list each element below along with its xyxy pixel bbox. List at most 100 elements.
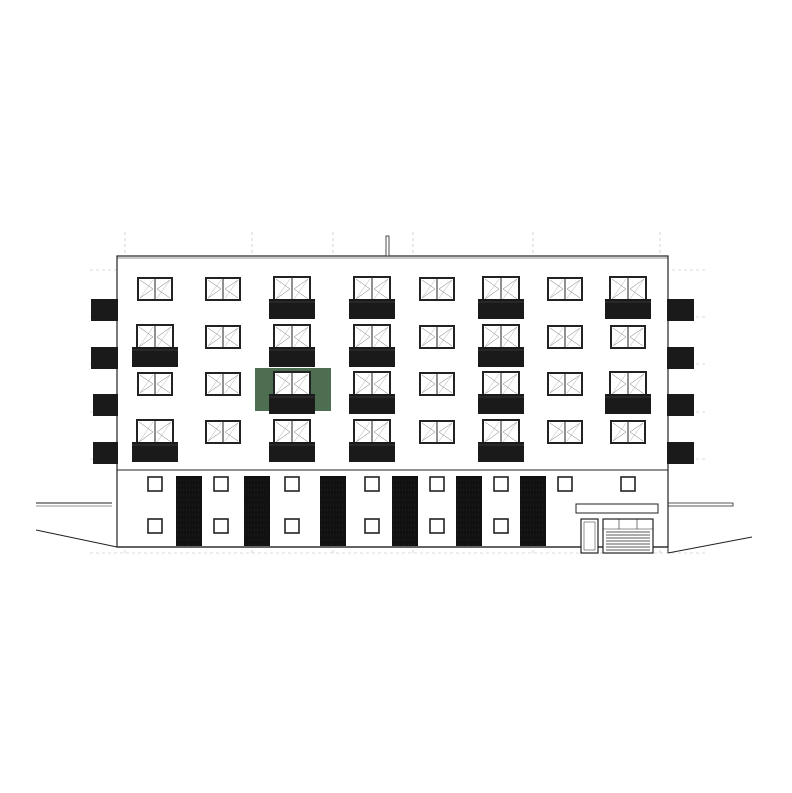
window-swing-mark (629, 373, 645, 395)
terrain-right-top (668, 502, 734, 507)
green-facade-panel (320, 476, 346, 546)
window-swing-mark (355, 373, 371, 395)
balcony-railing (605, 394, 651, 414)
window-swing-mark (629, 327, 644, 347)
window-swing-mark (373, 373, 389, 395)
side-balcony-left (93, 442, 118, 464)
entrance-canopy (575, 503, 659, 514)
window-swing-mark (138, 326, 154, 348)
window-swing-mark (549, 279, 564, 299)
window-swing-mark (207, 422, 222, 442)
window-swing-mark (566, 374, 581, 394)
window-swing-mark (355, 326, 371, 348)
ground-window (364, 476, 380, 492)
window-swing-mark (275, 278, 291, 300)
window-swing-mark (373, 278, 389, 300)
balcony-railing (478, 442, 524, 462)
ground-window (147, 476, 163, 492)
window-swing-mark (138, 326, 154, 348)
window-swing-mark (139, 374, 154, 394)
window-swing-mark (438, 279, 453, 299)
window-swing-mark (293, 421, 309, 443)
window-swing-mark (156, 326, 172, 348)
side-balcony-right (667, 299, 694, 321)
window-swing-mark (612, 422, 627, 442)
side-balcony-left (93, 394, 118, 416)
ground-window (364, 518, 380, 534)
balcony-railing (478, 347, 524, 367)
window-swing-mark (373, 278, 389, 300)
window-swing-mark (373, 326, 389, 348)
window-swing-mark (612, 327, 627, 347)
window-swing-mark (421, 327, 436, 347)
window-swing-mark (484, 373, 500, 395)
window-swing-mark (421, 327, 436, 347)
window-swing-mark (566, 374, 581, 394)
side-balcony-left (91, 299, 118, 321)
window-swing-mark (275, 278, 291, 300)
window-swing-mark (156, 279, 171, 299)
window-swing-mark (612, 327, 627, 347)
side-balcony-right (667, 442, 694, 464)
ground-window (429, 518, 445, 534)
window-swing-mark (139, 279, 154, 299)
green-facade-panel (520, 476, 546, 546)
window-swing-mark (355, 421, 371, 443)
green-facade-panel (456, 476, 482, 546)
window-swing-mark (421, 422, 436, 442)
balcony-railing (349, 347, 395, 367)
window-swing-mark (502, 278, 518, 300)
window-swing-mark (611, 373, 627, 395)
window-swing-mark (438, 374, 453, 394)
side-balcony-left (91, 347, 118, 369)
side-balcony-right (667, 347, 694, 369)
window-swing-mark (421, 374, 436, 394)
window-swing-mark (629, 278, 645, 300)
ground-floor (116, 476, 669, 554)
window-swing-mark (224, 279, 239, 299)
ground-window (213, 476, 229, 492)
window-grid (136, 276, 647, 445)
window-swing-mark (355, 278, 371, 300)
window-swing-mark (549, 374, 564, 394)
window-swing-mark (275, 326, 291, 348)
window-swing-mark (293, 278, 309, 300)
window-swing-mark (207, 374, 222, 394)
ground-window (493, 518, 509, 534)
window-swing-mark (549, 327, 564, 347)
window-swing-mark (224, 327, 239, 347)
window-swing-mark (484, 421, 500, 443)
window-swing-mark (484, 326, 500, 348)
window-swing-mark (438, 327, 453, 347)
window-swing-mark (566, 327, 581, 347)
window-swing-mark (438, 422, 453, 442)
window-swing-mark (156, 279, 171, 299)
window-swing-mark (629, 422, 644, 442)
window-swing-mark (421, 279, 436, 299)
window-swing-mark (502, 421, 518, 443)
window-swing-mark (275, 421, 291, 443)
window-swing-mark (224, 422, 239, 442)
window-swing-mark (156, 421, 172, 443)
window-swing-mark (224, 327, 239, 347)
window-swing-mark (156, 374, 171, 394)
window-swing-mark (355, 326, 371, 348)
window-swing-mark (224, 374, 239, 394)
window-swing-mark (156, 374, 171, 394)
window-swing-mark (421, 279, 436, 299)
window-swing-mark (373, 373, 389, 395)
window-swing-mark (629, 278, 645, 300)
window-swing-mark (138, 421, 154, 443)
balcony-railing (478, 299, 524, 319)
window-swing-mark (484, 278, 500, 300)
window-swing-mark (373, 326, 389, 348)
terrain-lines (35, 502, 753, 554)
entrance-door (580, 518, 599, 554)
window-swing-mark (355, 278, 371, 300)
window-swing-mark (566, 279, 581, 299)
window-swing-mark (421, 422, 436, 442)
window-swing-mark (502, 278, 518, 300)
window-swing-mark (484, 278, 500, 300)
window-swing-mark (373, 421, 389, 443)
